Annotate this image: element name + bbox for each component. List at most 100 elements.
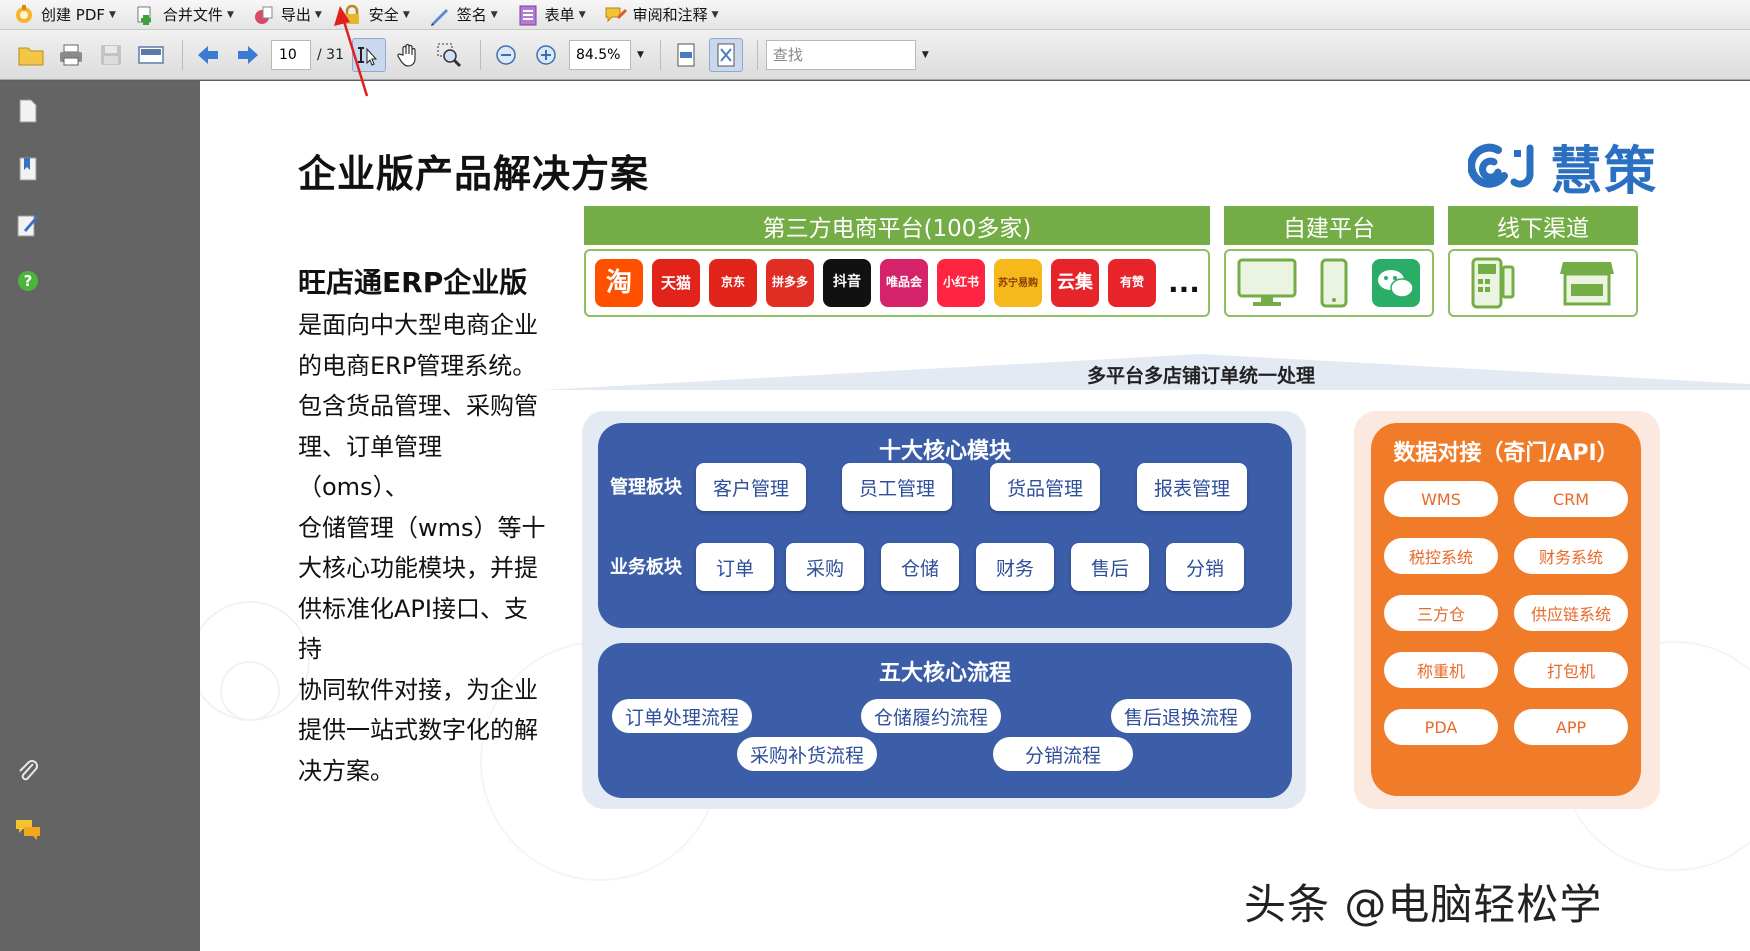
integration-finance-system: 财务系统: [1514, 538, 1628, 574]
module-goods-management: 货品管理: [990, 463, 1100, 511]
menu-toolbar: 创建 PDF▼ 合并文件▼ 导出▼ 安全▼ 签名▼ 表单▼ 审阅和注释▼: [0, 0, 1750, 30]
create-pdf-menu[interactable]: 创建 PDF▼: [12, 2, 116, 28]
select-text-tool-icon[interactable]: [351, 37, 386, 72]
marquee-zoom-icon[interactable]: [432, 38, 466, 72]
zoom-out-icon[interactable]: [489, 38, 523, 72]
chevron-down-icon: ▼: [109, 9, 116, 20]
integration-wms: WMS: [1384, 481, 1498, 517]
core-modules-title: 十大核心模块: [878, 439, 1011, 464]
chevron-down-icon[interactable]: ▼: [636, 49, 644, 60]
vip-logo: 唯品会: [880, 259, 928, 307]
module-after-sales: 售后: [1071, 543, 1149, 591]
bookmarks-panel-icon[interactable]: [14, 155, 42, 183]
flow-after-sales-exchange: 售后退换流程: [1111, 699, 1251, 733]
comments-panel-icon[interactable]: [14, 815, 42, 843]
integration-weighing-machine: 称重机: [1384, 652, 1498, 688]
find-input[interactable]: 查找: [765, 39, 916, 70]
offline-channel-header: 线下渠道: [1448, 206, 1638, 245]
create-pdf-icon: [12, 3, 36, 27]
yunji-logo: 云集: [1051, 259, 1099, 307]
form-menu[interactable]: 表单▼: [516, 2, 586, 28]
open-folder-icon[interactable]: [14, 38, 48, 72]
hand-tool-icon[interactable]: [392, 38, 426, 72]
review-comment-label: 审阅和注释: [632, 6, 708, 24]
svg-text:?: ?: [24, 272, 33, 290]
print-icon[interactable]: [54, 38, 88, 72]
fit-width-icon[interactable]: [669, 38, 703, 72]
chevron-down-icon: ▼: [402, 9, 410, 20]
intro-heading: 旺店通ERP企业版: [298, 266, 528, 299]
sign-menu[interactable]: 签名▼: [428, 2, 498, 28]
flow-warehouse-fulfillment: 仓储履约流程: [861, 699, 1001, 733]
export-menu[interactable]: 导出▼: [252, 2, 322, 28]
chevron-down-icon: ▼: [226, 9, 234, 20]
data-integration-title: 数据对接（奇门/API）: [1393, 441, 1619, 466]
review-comment-menu[interactable]: 审阅和注释▼: [604, 2, 719, 28]
intro-line: 提供一站式数字化的解: [298, 716, 538, 744]
core-modules-panel: [598, 423, 1292, 628]
security-menu[interactable]: 安全▼: [340, 2, 410, 28]
intro-line: 供标准化API接口、支持: [298, 594, 528, 664]
brand-logo: 慧策: [1468, 129, 1658, 204]
toolbar-divider: [756, 39, 758, 70]
chevron-down-icon: ▼: [490, 9, 498, 20]
tmall-logo: 天猫: [652, 259, 700, 307]
module-report-management: 报表管理: [1137, 463, 1247, 511]
more-platforms: ...: [1168, 266, 1200, 299]
integration-crm: CRM: [1514, 481, 1628, 517]
xiaohongshu-logo: 小红书: [937, 259, 985, 307]
comment-icon: [604, 3, 628, 27]
taobao-logo: 淘: [595, 259, 643, 307]
export-label: 导出: [280, 6, 311, 24]
chevron-down-icon[interactable]: ▼: [921, 49, 929, 60]
help-icon[interactable]: ?: [14, 267, 42, 295]
intro-line: 的电商ERP管理系统。: [298, 351, 537, 380]
document-title: 企业版产品解决方案: [298, 152, 650, 196]
previous-page-icon[interactable]: [191, 38, 225, 72]
management-section-label: 管理板块: [610, 477, 682, 498]
fit-page-icon[interactable]: [708, 37, 743, 72]
attachments-panel-icon[interactable]: [14, 757, 42, 785]
total-pages: / 31: [317, 46, 344, 63]
intro-paragraph: 是面向中大型电商企业 的电商ERP管理系统。 包含货品管理、采购管 理、订单管理…: [298, 305, 548, 791]
module-purchasing: 采购: [786, 543, 864, 591]
core-flows-title: 五大核心流程: [878, 661, 1011, 686]
email-icon[interactable]: [134, 38, 168, 72]
integration-supply-chain: 供应链系统: [1514, 595, 1628, 631]
chevron-down-icon: ▼: [711, 9, 719, 20]
flow-purchase-replenishment: 采购补货流程: [737, 737, 877, 771]
integration-third-party-warehouse: 三方仓: [1384, 595, 1498, 631]
intro-line: 协同软件对接，为企业: [298, 675, 538, 704]
merge-files-label: 合并文件: [162, 6, 223, 24]
module-employee-management: 员工管理: [842, 463, 952, 511]
chevron-down-icon: ▼: [578, 9, 586, 20]
intro-line: 决方案。: [298, 756, 394, 785]
storefront-icon: [1560, 262, 1614, 306]
intro-line: 理、订单管理（oms）、: [298, 432, 442, 502]
flow-order-processing: 订单处理流程: [612, 699, 752, 733]
module-customer-management: 客户管理: [696, 463, 806, 511]
douyin-logo: 抖音: [823, 259, 871, 307]
integration-pda: PDA: [1384, 709, 1498, 745]
security-label: 安全: [368, 6, 399, 24]
navigation-sidebar: ?: [0, 81, 200, 951]
pen-icon: [428, 3, 452, 27]
third-party-platform-header: 第三方电商平台(100多家): [584, 206, 1210, 245]
jd-logo: 京东: [709, 259, 757, 307]
intro-line: 是面向中大型电商企业: [298, 311, 538, 339]
pages-panel-icon[interactable]: [14, 97, 42, 125]
toolbar-divider: [182, 39, 183, 70]
main-toolbar: 10 / 31 84.5% ▼ 查找 ▼: [0, 30, 1750, 80]
toolbar-divider: [659, 39, 661, 70]
funnel-shape: [542, 354, 1750, 390]
intro-line: 包含货品管理、采购管: [298, 392, 538, 420]
next-page-icon[interactable]: [231, 38, 265, 72]
self-built-platform-header: 自建平台: [1224, 206, 1434, 245]
signatures-panel-icon[interactable]: [14, 211, 42, 239]
save-icon[interactable]: [94, 38, 128, 72]
zoom-level-input[interactable]: 84.5%: [568, 39, 631, 70]
zoom-in-icon[interactable]: [529, 38, 563, 72]
watermark: 头条 @电脑轻松学: [1244, 880, 1603, 929]
page-number-input[interactable]: 10: [271, 39, 311, 70]
merge-files-menu[interactable]: 合并文件▼: [134, 2, 234, 28]
